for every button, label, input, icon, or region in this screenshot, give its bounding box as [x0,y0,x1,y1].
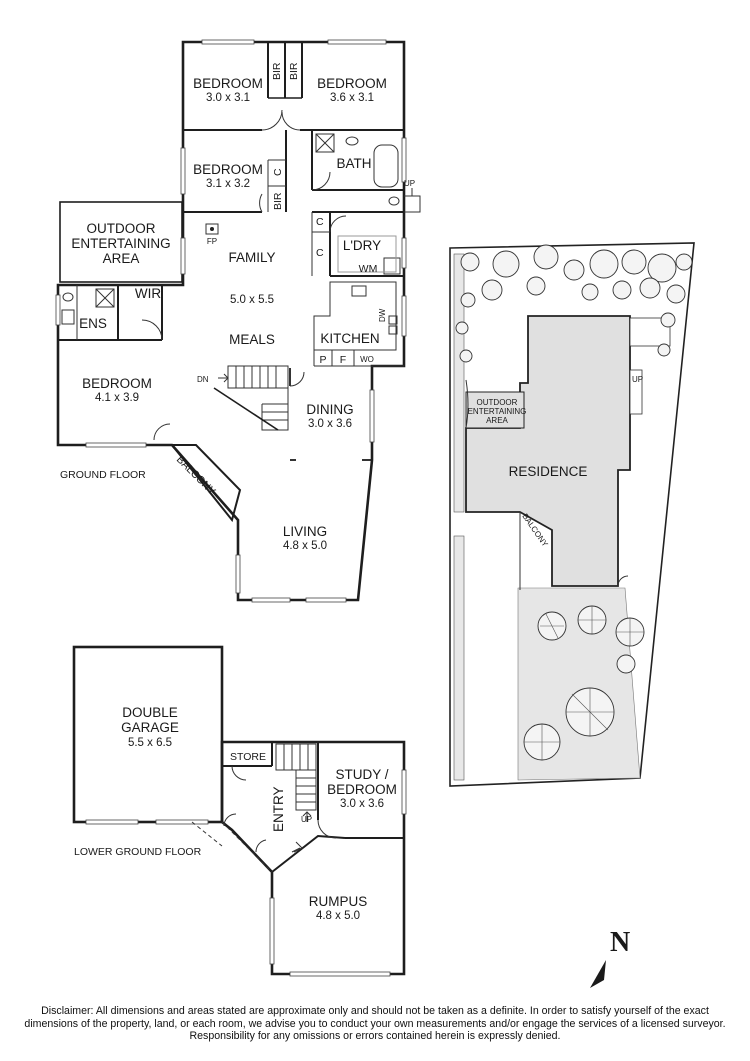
family-label: FAMILY [228,250,275,265]
garage-dim: 5.5 x 6.5 [128,737,172,749]
living-dim: 4.8 x 5.0 [283,540,327,552]
family-dim: 5.0 x 5.5 [230,294,274,306]
garage-label-2: GARAGE [121,720,179,735]
bedroom3-label: BEDROOM [193,162,263,177]
up-label-ground: UP [404,179,415,188]
bath-label: BATH [336,156,371,171]
bedroom3-dim: 3.1 x 3.2 [206,178,250,190]
wm-label: WM [359,263,378,275]
c-label-3: C [316,247,324,259]
outdoor-label-3: AREA [103,251,140,266]
meals-label: MEALS [229,332,275,347]
bedroom2-label: BEDROOM [317,76,387,91]
bedroom1-label: BEDROOM [193,76,263,91]
bedroom4-dim: 4.1 x 3.9 [95,392,139,404]
bedroom4-label: BEDROOM [82,376,152,391]
lower-ground-floor-plan [72,645,407,977]
c-label-1: C [272,168,284,176]
ground-floor-outline [56,40,406,602]
rumpus-dim: 4.8 x 5.0 [316,910,360,922]
site-outdoor-area [465,391,525,429]
pantry-label: P [319,354,326,366]
bir-label-1: BIR [271,62,283,80]
bir-label-3: BIR [272,192,284,210]
study-label-1: STUDY / [335,767,388,782]
bedroom1-dim: 3.0 x 3.1 [206,92,250,104]
garage-outline [72,645,224,824]
site-plan [449,242,695,787]
fp-label: FP [207,237,217,246]
laundry-label: L'DRY [343,238,381,253]
residence-label: RESIDENCE [509,464,588,479]
c-label-2: C [316,216,324,228]
store-label: STORE [230,751,266,763]
dw-label: DW [378,308,387,322]
site-up-label: UP [632,375,643,384]
dn-label: DN [197,375,209,384]
balcony [169,444,242,523]
disclaimer-text: Disclaimer: All dimensions and areas sta… [24,1005,726,1042]
site-outdoor-label-1: OUTDOOR [477,398,518,407]
ens-label: ENS [79,316,107,331]
wir-label: WIR [135,286,161,301]
living-label: LIVING [283,524,327,539]
compass-label: N [610,927,630,958]
dining-dim: 3.0 x 3.6 [308,418,352,430]
ground-stairs [213,365,289,431]
study-label-2: BEDROOM [327,782,397,797]
site-outdoor-label-2: ENTERTAINING [468,407,527,416]
garage-label-1: DOUBLE [122,705,178,720]
kitchen-label: KITCHEN [320,331,379,346]
study-dim: 3.0 x 3.6 [340,798,384,810]
residence-footprint [465,315,631,587]
dining-label: DINING [306,402,353,417]
outdoor-label-2: ENTERTAINING [71,236,170,251]
outdoor-label-1: OUTDOOR [87,221,156,236]
north-arrow-icon: N [590,927,630,988]
site-outdoor-label-3: AREA [486,416,508,425]
ground-floor-title: GROUND FLOOR [60,469,146,481]
lower-stairs [275,743,317,822]
bedroom2-dim: 3.6 x 3.1 [330,92,374,104]
fridge-label: F [340,354,346,366]
lower-floor-title: LOWER GROUND FLOOR [74,846,202,858]
ground-floor-plan [55,39,421,603]
up-label-lower: UP [301,815,312,824]
entry-label: ENTRY [271,786,286,832]
wo-label: WO [360,355,374,364]
rumpus-label: RUMPUS [309,894,368,909]
bir-label-2: BIR [288,62,300,80]
